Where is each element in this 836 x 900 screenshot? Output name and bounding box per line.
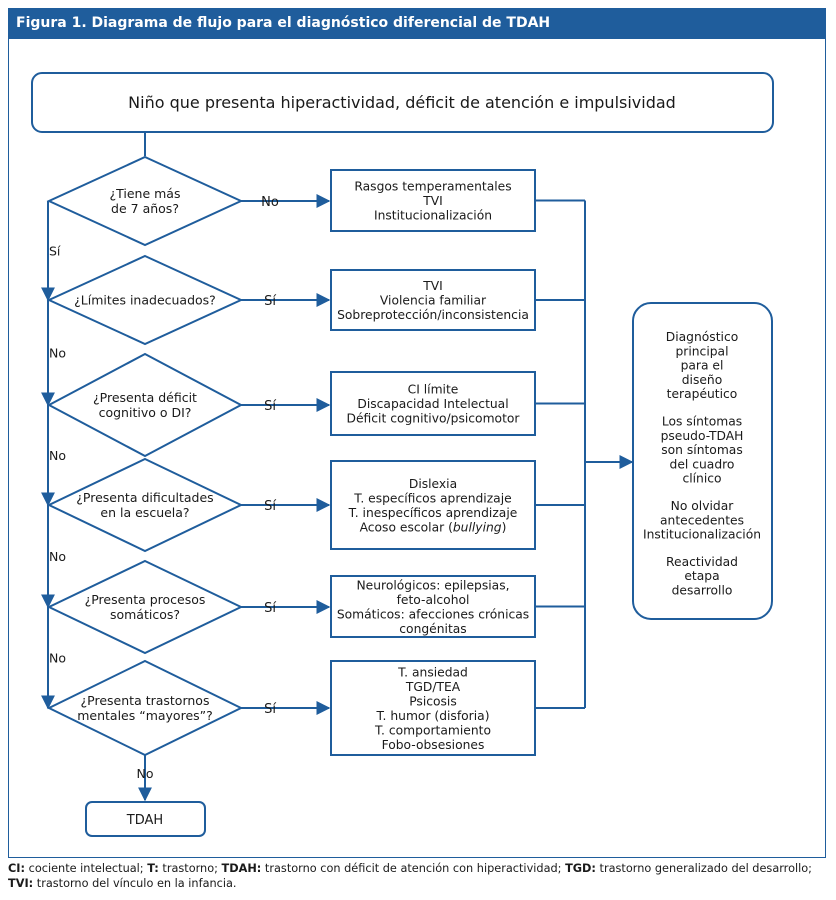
- side-box-line: Diagnóstico: [666, 330, 738, 344]
- outcome-text: T. humor (disforia): [375, 709, 489, 723]
- footnote-term: T:: [147, 862, 159, 875]
- branch-label: No: [261, 195, 279, 210]
- branch-label: Sí: [49, 244, 61, 259]
- decision-question: cognitivo o DI?: [99, 405, 192, 420]
- outcome-box: [330, 169, 536, 232]
- outcome-text: CI límite: [408, 383, 459, 397]
- outcome-text: TVI: [422, 194, 443, 208]
- decision-diamond: [46, 254, 244, 346]
- outcome-text: Discapacidad Intelectual: [357, 397, 508, 411]
- outcome-text: Psicosis: [409, 694, 457, 708]
- outcome-text: T. comportamiento: [374, 723, 491, 737]
- footnote-definition: trastorno con déficit de atención con hi…: [261, 862, 566, 875]
- outcome-text: Sobreprotección/inconsistencia: [337, 308, 529, 322]
- branch-label: Sí: [264, 499, 276, 514]
- decision-question: ¿Presenta dificultades: [76, 490, 213, 505]
- outcome-box: [330, 269, 536, 331]
- side-box-line: pseudo-TDAH: [661, 429, 744, 443]
- outcome-box: [330, 371, 536, 436]
- branch-label: Sí: [264, 702, 276, 717]
- final-box: [85, 801, 206, 837]
- outcome-text: congénitas: [399, 622, 466, 636]
- outcome-text: Neurológicos: epilepsias,: [356, 578, 509, 592]
- side-box-line: No olvidar: [671, 499, 735, 513]
- branch-label: No: [49, 651, 66, 666]
- branch-label: Sí: [264, 399, 276, 414]
- side-box-line: desarrollo: [672, 584, 733, 598]
- decision-diamond: [46, 457, 244, 553]
- outcome-text: TVI: [422, 279, 443, 293]
- decision-question: ¿Presenta déficit: [93, 390, 197, 405]
- outcome-text: Fobo-obsesiones: [382, 738, 485, 752]
- branch-label: No: [137, 766, 154, 781]
- outcome-layer: Rasgos temperamentalesTVIInstitucionaliz…: [330, 169, 536, 756]
- branch-label: No: [49, 448, 66, 463]
- figure-frame: [8, 38, 826, 858]
- decision-question: ¿Presenta trastornos: [81, 693, 210, 708]
- outcome-text: T. ansiedad: [397, 665, 468, 679]
- figure-title: Figura 1. Diagrama de flujo para el diag…: [8, 8, 826, 38]
- footnote-term: TVI:: [8, 877, 34, 890]
- branch-label: Sí: [264, 601, 276, 616]
- side-box-line: Institucionalización: [643, 528, 761, 542]
- side-box-line: Reactividad: [666, 555, 738, 569]
- decision-diamond: [46, 155, 244, 247]
- outcome-text: Rasgos temperamentales: [354, 180, 511, 194]
- outcome-text: Institucionalización: [374, 209, 492, 223]
- outcome-text: feto-alcohol: [397, 593, 470, 607]
- decision-question: ¿Tiene más: [110, 186, 181, 201]
- footnote-definition: cociente intelectual;: [25, 862, 148, 875]
- decision-diamond: [46, 559, 244, 655]
- footnote-definition: trastorno del vínculo en la infancia.: [33, 877, 237, 890]
- flowchart: Niño que presenta hiperactividad, défici…: [31, 72, 774, 837]
- outcome-text: Dislexia: [409, 477, 457, 491]
- side-box-line: terapéutico: [667, 387, 738, 401]
- footnote-definition: trastorno generalizado del desarrollo;: [595, 862, 812, 875]
- footnote-definition: trastorno;: [158, 862, 222, 875]
- start-box-text: Niño que presenta hiperactividad, défici…: [128, 93, 676, 112]
- decision-question: de 7 años?: [111, 201, 179, 216]
- decision-question: en la escuela?: [100, 505, 189, 520]
- side-box-line: del cuadro: [670, 457, 735, 471]
- footnote-term: TDAH:: [221, 862, 262, 875]
- decision-question: somáticos?: [110, 607, 180, 622]
- side-box-line: Los síntomas: [662, 415, 742, 429]
- decision-diamond: [46, 352, 244, 458]
- outcome-text: T. específicos aprendizaje: [353, 491, 511, 505]
- footnote: CI: cociente intelectual; T: trastorno; …: [8, 861, 826, 891]
- side-box: [632, 302, 773, 620]
- start-box: [31, 72, 774, 133]
- decision-question: mentales “mayores”?: [77, 708, 213, 723]
- outcome-text: T. inespecíficos aprendizaje: [348, 506, 518, 520]
- side-box-line: para el: [681, 359, 724, 373]
- outcome-text: Somáticos: afecciones crónicas: [337, 607, 529, 621]
- footnote-term: TGD:: [565, 862, 596, 875]
- side-box-line: antecedentes: [660, 513, 744, 527]
- outcome-box: [330, 460, 536, 550]
- outcome-text: TGD/TEA: [405, 680, 461, 694]
- branch-label: No: [49, 346, 66, 361]
- branch-label: No: [49, 549, 66, 564]
- side-box-line: clínico: [682, 472, 721, 486]
- outcome-text: Violencia familiar: [380, 294, 487, 308]
- decision-question: ¿Presenta procesos: [85, 592, 206, 607]
- decision-question: ¿Límites inadecuados?: [74, 293, 216, 308]
- side-box-line: son síntomas: [661, 443, 743, 457]
- side-box-line: etapa: [684, 569, 719, 583]
- side-box-line: principal: [675, 344, 728, 358]
- outcome-box: [330, 660, 536, 756]
- final-box-text: TDAH: [126, 813, 163, 828]
- branch-label: Sí: [264, 294, 276, 309]
- side-box-line: diseño: [682, 373, 723, 387]
- outcome-text: Déficit cognitivo/psicomotor: [347, 412, 521, 426]
- outcome-text: Acoso escolar (bullying): [360, 520, 507, 534]
- footnote-term: CI:: [8, 862, 26, 875]
